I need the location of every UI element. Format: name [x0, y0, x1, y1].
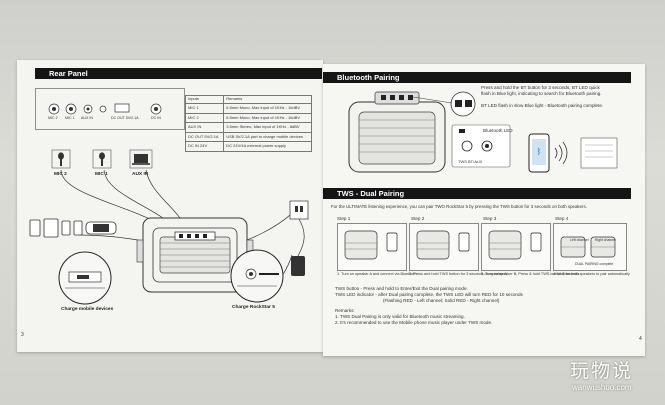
charge-mobile-label: Charge mobile devices — [61, 307, 114, 312]
charge-rockstar-label: Charge RockStar 5 — [232, 305, 275, 310]
tablet-icon — [43, 218, 59, 238]
bt-led-diagram — [451, 124, 511, 168]
tws-note: 1. TWS Dual Pairing is only valid for Bl… — [335, 314, 465, 319]
tws-note: (Flashing RED - Left channel; Solid RED … — [383, 298, 500, 303]
bt-instruction: flash in Blue light, indicating to searc… — [481, 91, 602, 96]
bt-speaker-drawing — [348, 91, 476, 173]
tws-note: TWS button - Press and hold to Enter/Exi… — [335, 286, 468, 291]
watermark-url: wanwushuo.com — [572, 383, 632, 392]
step-speakers-drawing — [344, 230, 616, 260]
microphone-icon — [58, 152, 64, 166]
page-number: 4 — [639, 336, 642, 342]
bt-led-label: Bluetooth LED — [483, 128, 513, 133]
right-channel-label: Right channel — [595, 238, 616, 242]
tws-note: 2. It's recommended to use the Mobile ph… — [335, 320, 493, 325]
table-header: Remarks — [223, 95, 312, 104]
phone-pairing-diagram: ᛒ — [528, 133, 618, 173]
step-title: Step 2 — [411, 216, 425, 221]
mobile-devices-diagram — [29, 218, 117, 238]
speaker-drawing — [136, 217, 254, 293]
panel-label: DC IN — [151, 116, 161, 120]
panel-label: AUX IN — [81, 116, 93, 120]
settings-screen-icon — [580, 137, 618, 169]
input-devices-diagram — [51, 149, 153, 169]
device-label: AUX IN — [132, 172, 149, 177]
usb-zoom-circle — [58, 251, 112, 305]
power-supply-diagram — [289, 200, 309, 276]
panel-label: MIC 1 — [65, 116, 75, 120]
tws-pairing-header: TWS - Dual Pairing — [323, 188, 631, 199]
device-label: MIC 2 — [54, 172, 67, 177]
pairing-complete-label: DUAL PAIRING complete — [575, 262, 614, 266]
phone-icon — [386, 232, 542, 252]
wall-outlet-icon — [289, 200, 309, 220]
watermark-logo: 玩物说 — [570, 360, 634, 382]
tws-note: Remarks: — [335, 308, 355, 313]
tws-note: TWS LED indicator - after Dual pairing c… — [335, 292, 523, 297]
bluetooth-pairing-header: Bluetooth Pairing — [323, 72, 631, 83]
left-page: Rear Panel MIC 2 MIC 1 AUX IN DC OUT 5V/… — [17, 60, 323, 352]
right-page: Bluetooth Pairing Press and hold the BT … — [323, 64, 645, 356]
step-title: Step 4 — [555, 216, 569, 221]
left-channel-label: Left channel — [570, 238, 589, 242]
tws-intro: For the ULTIMATE listening experience, y… — [331, 204, 587, 209]
step-caption: 3. Turn on speaker B, Press & hold TWS b… — [481, 272, 580, 276]
dc-zoom-circle — [230, 249, 284, 303]
bt-button-labels: TWS BT/AUX — [458, 159, 483, 164]
phone-icon — [73, 220, 83, 236]
tablet-icon — [29, 219, 41, 237]
power-adapter-icon — [291, 256, 305, 276]
step-title: Step 1 — [337, 216, 351, 221]
rear-panel-diagram — [35, 88, 185, 130]
bluetooth-icon: ᛒ — [537, 147, 542, 156]
phone-icon — [61, 220, 71, 236]
step-caption: 4. Wait for both speakers to pair automa… — [553, 272, 630, 276]
device-label: MIC 1 — [95, 172, 108, 177]
step-caption: 2. Press and hold TWS button for 3 secon… — [409, 272, 507, 276]
step-title: Step 3 — [483, 216, 497, 221]
panel-label: MIC 2 — [48, 116, 58, 120]
page-number: 3 — [21, 332, 24, 338]
rear-panel-header: Rear Panel — [35, 68, 322, 79]
table-header: Inputs — [184, 95, 225, 104]
microphone-icon — [99, 152, 105, 166]
signal-waves-icon — [554, 141, 568, 165]
bt-instruction: BT LED flash in slow Blue light - Blueto… — [481, 103, 604, 108]
panel-label: DC OUT 5V/2.1A — [111, 116, 139, 120]
step-caption: 1. Turn on speaker A and connect via Blu… — [337, 272, 417, 276]
laptop-icon — [132, 154, 150, 165]
bt-instruction: Press and hold the BT button for 3 secon… — [481, 85, 600, 90]
